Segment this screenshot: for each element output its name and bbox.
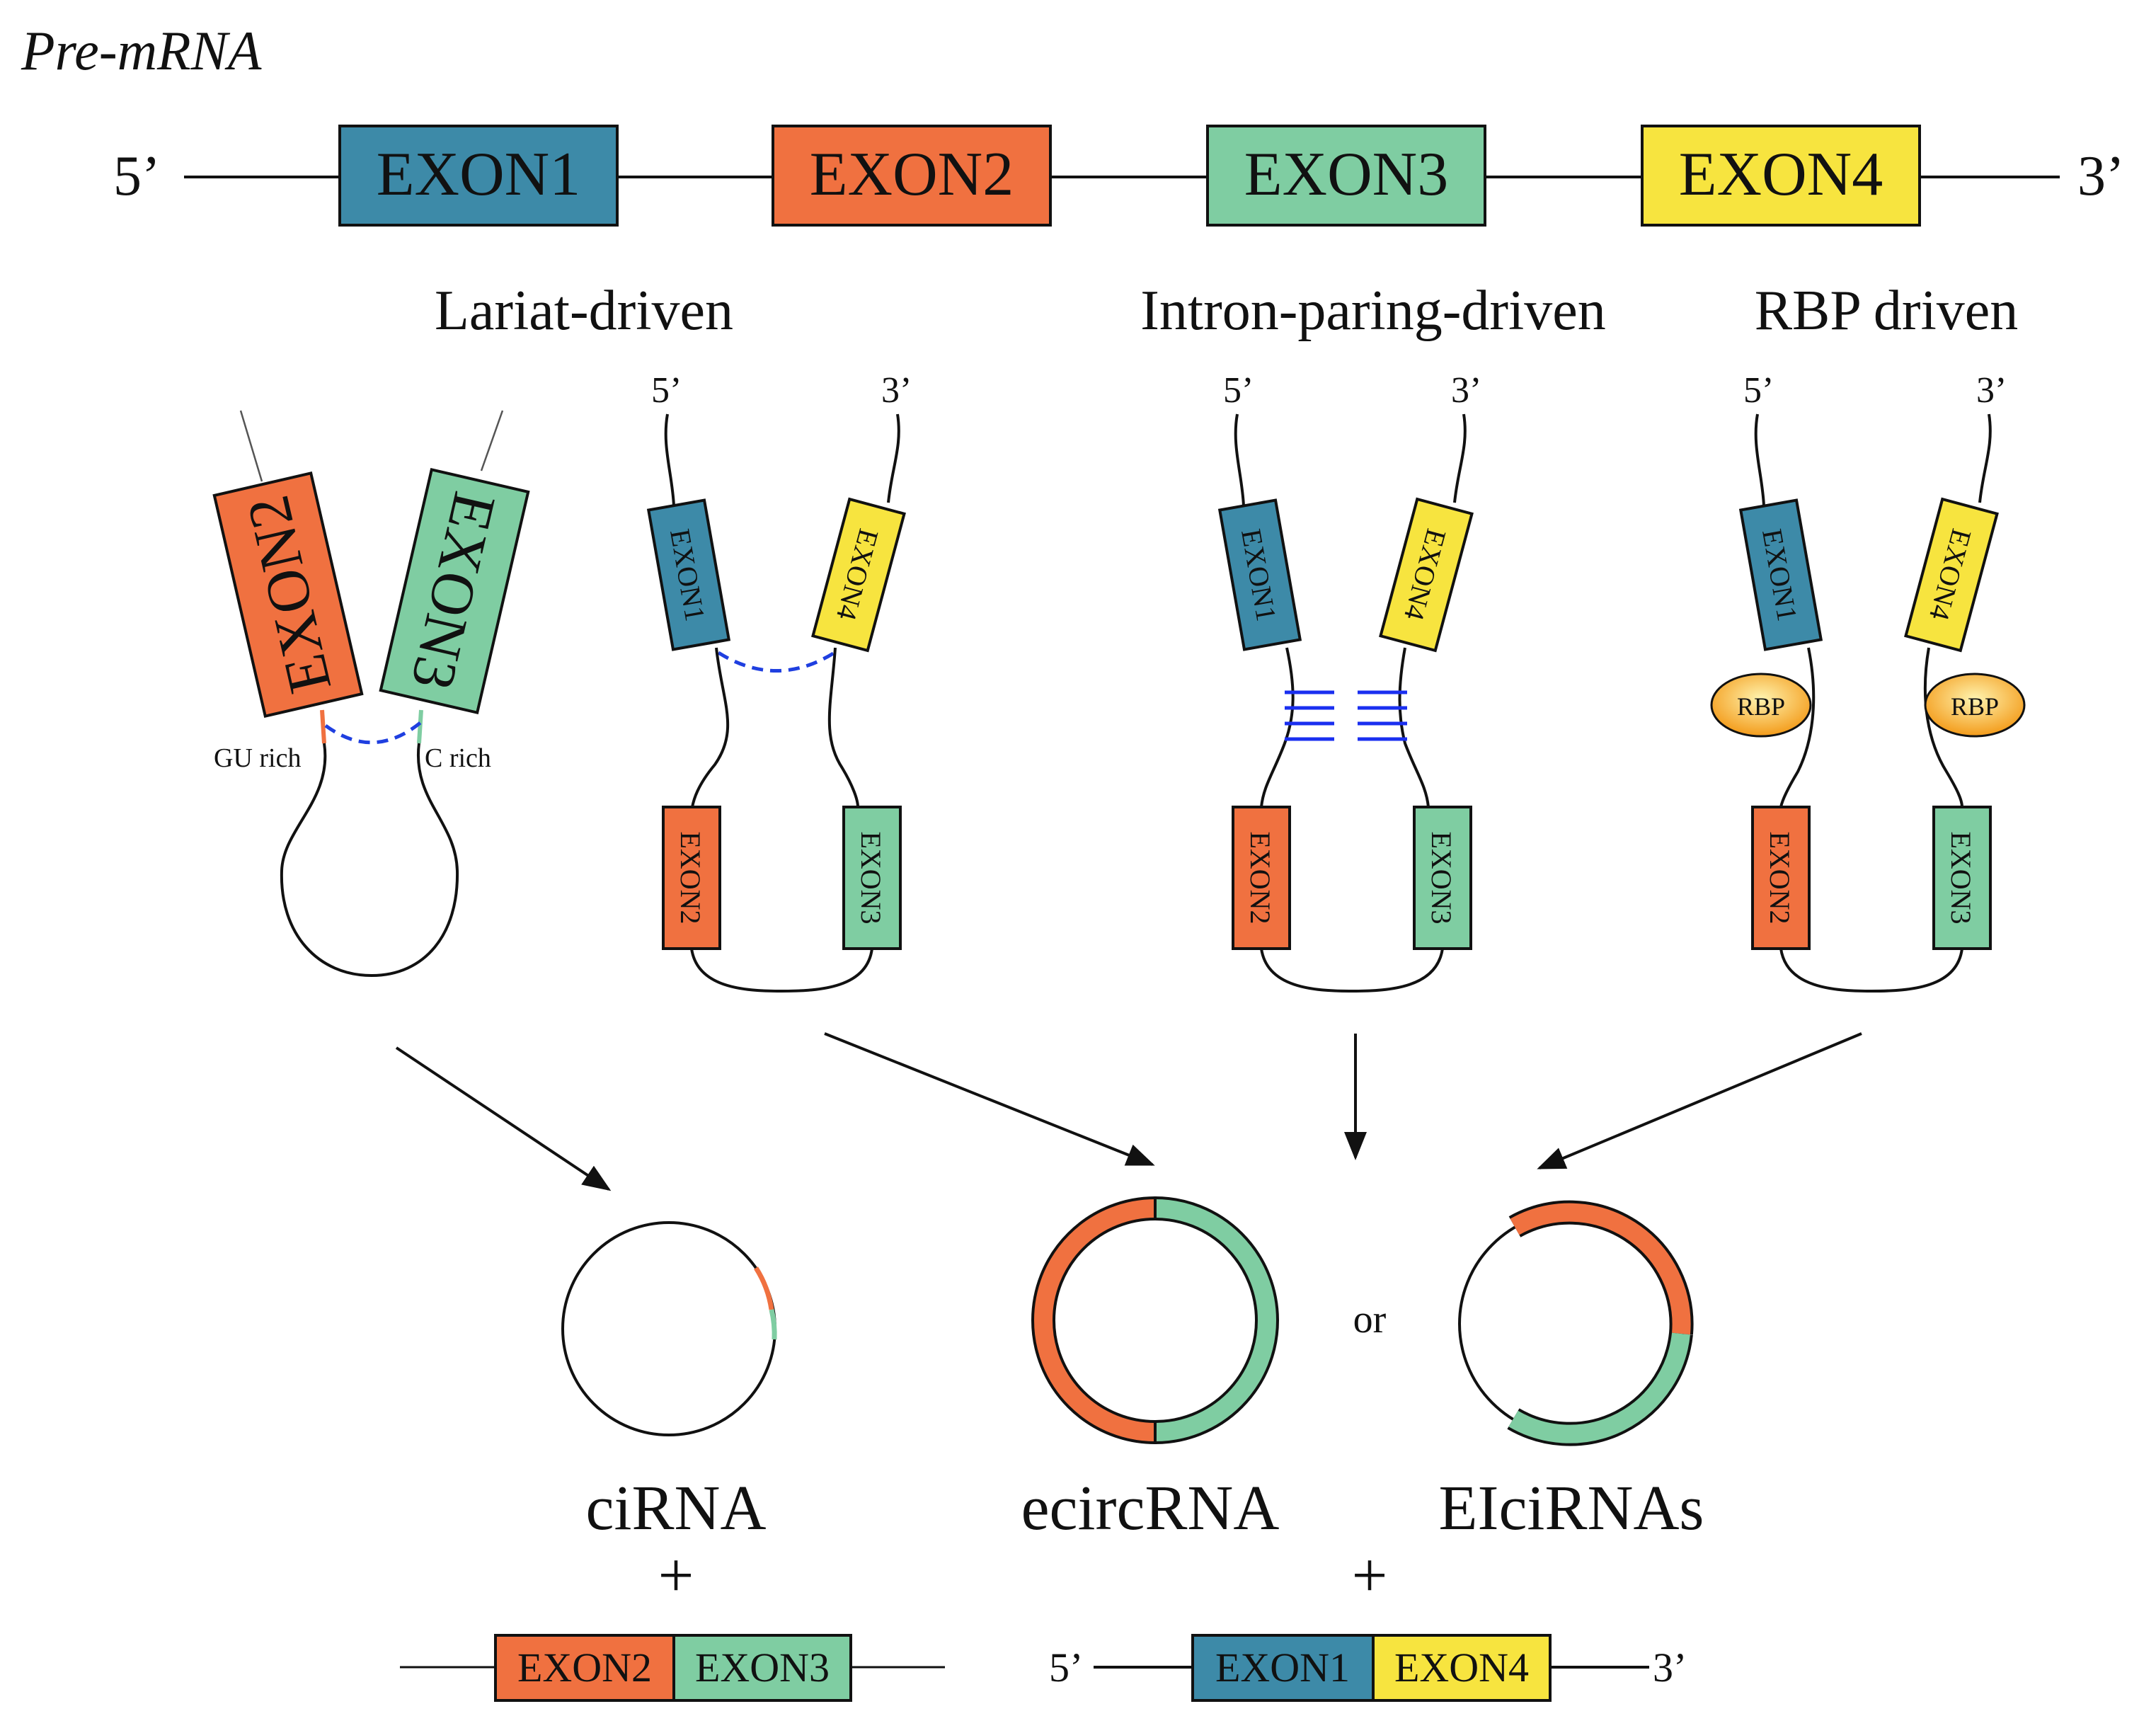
hairpin-lariat: 5’ 3’ EXON1 EXON4 EXON2 EXON3	[646, 370, 912, 993]
rbp-label-right: RBP	[1951, 692, 1999, 721]
ecircrna-circle	[1031, 1196, 1279, 1444]
premrna-exon1-label: EXON1	[377, 140, 580, 209]
heading-rbp-driven: RBP driven	[1755, 280, 2019, 342]
premrna-exon2: EXON2	[772, 125, 1052, 227]
intron-pairing-lines	[1285, 690, 1407, 741]
hairpin3-exon2: EXON2	[1751, 806, 1811, 950]
or-label: or	[1353, 1298, 1387, 1342]
hairpin2-exon3: EXON3	[1413, 806, 1472, 950]
hairpin3-exon3: EXON3	[1932, 806, 1992, 950]
eicirna-circle	[1458, 1200, 1694, 1446]
hairpin1-3prime: 3’	[881, 370, 912, 411]
rbp-label-left: RBP	[1737, 692, 1785, 721]
byproduct-exon3-label: EXON3	[695, 1645, 830, 1691]
hairpin2-exon3-label: EXON3	[1426, 831, 1457, 924]
hairpin1-exon2: EXON2	[662, 806, 721, 950]
premrna-strand: 5’ 3’ EXON1 EXON2 EXON3 EXON4	[113, 125, 2125, 227]
hairpin-intron-pairing: 5’ 3’ EXON1 EXON4 EXON2	[1217, 370, 1481, 993]
premrna-exon4-label: EXON4	[1679, 140, 1883, 209]
hairpin3-3prime: 3’	[1976, 370, 2007, 411]
lariat-structure: EXON2 EXON3 GU rich C rich	[212, 410, 530, 978]
premrna-exon2-label: EXON2	[810, 140, 1014, 209]
rbp-protein-left: RBP	[1710, 673, 1812, 738]
arrow-lariat-to-cirna	[395, 1046, 612, 1191]
arrow-hairpin1-to-ecircrna	[824, 1032, 1155, 1166]
premrna-exon1: EXON1	[338, 125, 619, 227]
hairpin1-exon3-label: EXON3	[855, 831, 887, 924]
premrna-exon3: EXON3	[1206, 125, 1486, 227]
c-rich-label: C rich	[425, 743, 491, 773]
hairpin1-exon3: EXON3	[842, 806, 902, 950]
eicirnas-label: EIciRNAs	[1439, 1473, 1704, 1543]
hairpin3-5prime: 5’	[1743, 370, 1774, 411]
gu-rich-label: GU rich	[214, 743, 301, 773]
plus-right: +	[1352, 1540, 1388, 1611]
hairpin3-exon1: EXON1	[1738, 498, 1823, 651]
byproduct-exon1-exon4: 5’ 3’ EXON1 EXON4	[1049, 1634, 1687, 1702]
hairpin3-exon3-label: EXON3	[1945, 831, 1977, 924]
ecircrna-label: ecircRNA	[1021, 1473, 1280, 1543]
hairpin1-5prime: 5’	[651, 370, 682, 411]
heading-intron-pairing-driven: Intron-paring-driven	[1140, 280, 1606, 342]
premrna-3prime: 3’	[2077, 145, 2125, 207]
byproduct-exon1-label: EXON1	[1215, 1645, 1350, 1691]
hairpin1-exon1: EXON1	[646, 498, 731, 651]
byproduct-exon4-label: EXON4	[1394, 1645, 1529, 1691]
hairpin2-5prime: 5’	[1223, 370, 1254, 411]
hairpin3-exon2-label: EXON2	[1764, 831, 1796, 924]
byproduct-3prime: 3’	[1653, 1645, 1687, 1691]
lariat-exon2: EXON2	[212, 471, 364, 719]
hairpin-rbp: 5’ 3’ EXON1 EXON4 RBP RBP EXON2 EXON3	[1710, 370, 2026, 993]
arrow-rbp-to-eicirnas	[1537, 1032, 1862, 1169]
hairpin2-exon1: EXON1	[1217, 498, 1302, 651]
premrna-exon4: EXON4	[1641, 125, 1921, 227]
hairpin2-3prime: 3’	[1451, 370, 1481, 411]
hairpin2-exon2: EXON2	[1232, 806, 1291, 950]
cirna-label: ciRNA	[586, 1473, 767, 1543]
hairpin2-exon4: EXON4	[1379, 497, 1474, 653]
heading-lariat-driven: Lariat-driven	[435, 280, 733, 342]
cirna-circle	[561, 1221, 777, 1436]
hairpin1-exon2-label: EXON2	[675, 831, 706, 924]
byproduct-exon2-label: EXON2	[517, 1645, 652, 1691]
plus-left: +	[658, 1540, 694, 1611]
byproduct-exon2-exon3: EXON2 EXON3	[400, 1634, 945, 1702]
lariat-exon3: EXON3	[379, 467, 530, 715]
page-title: Pre-mRNA	[21, 20, 262, 81]
premrna-exon3-label: EXON3	[1244, 140, 1448, 209]
rbp-protein-right: RBP	[1924, 673, 2026, 738]
hairpin1-exon4: EXON4	[811, 497, 906, 653]
hairpin3-exon4: EXON4	[1904, 497, 1999, 653]
hairpin2-exon2-label: EXON2	[1244, 831, 1276, 924]
byproduct-5prime: 5’	[1049, 1645, 1083, 1691]
premrna-5prime: 5’	[113, 145, 161, 207]
